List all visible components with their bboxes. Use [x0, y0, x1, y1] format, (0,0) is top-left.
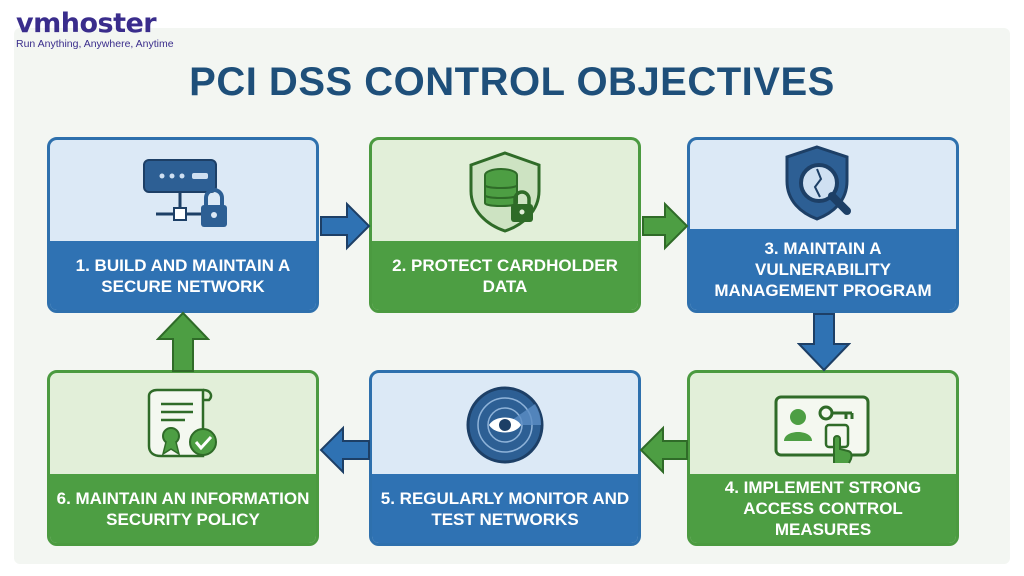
flow-arrow-5-to-6	[319, 425, 370, 475]
shield-magnifier-icon	[690, 140, 956, 232]
server-lock-icon	[50, 140, 316, 244]
brand-name: vmhoster	[16, 8, 157, 39]
brand-logo: vmhoster Run Anything, Anywhere, Anytime	[16, 8, 174, 51]
flow-arrow-4-to-5	[639, 425, 688, 475]
flow-arrow-2-to-3	[642, 201, 689, 251]
shield-database-lock-icon	[372, 140, 638, 244]
page-title: PCI DSS CONTROL OBJECTIVES	[189, 60, 835, 104]
step-card-2: 2. PROTECT CARDHOLDER DATA	[369, 137, 641, 313]
flow-arrow-6-to-1	[156, 311, 210, 372]
flow-arrow-3-to-4	[797, 313, 851, 372]
step-label-1: 1. BUILD AND MAINTAIN A SECURE NETWORK	[50, 241, 316, 310]
flow-arrow-1-to-2	[320, 201, 371, 251]
step-label-6: 6. MAINTAIN AN INFORMATION SECURITY POLI…	[50, 474, 316, 543]
brand-tagline: Run Anything, Anywhere, Anytime	[16, 38, 174, 50]
certificate-scroll-icon	[50, 373, 316, 477]
step-label-4: 4. IMPLEMENT STRONG ACCESS CONTROL MEASU…	[690, 474, 956, 543]
step-card-3: 3. MAINTAIN A VULNERABILITY MANAGEMENT P…	[687, 137, 959, 313]
step-label-3: 3. MAINTAIN A VULNERABILITY MANAGEMENT P…	[690, 229, 956, 310]
step-card-1: 1. BUILD AND MAINTAIN A SECURE NETWORK	[47, 137, 319, 313]
step-card-6: 6. MAINTAIN AN INFORMATION SECURITY POLI…	[47, 370, 319, 546]
step-label-2: 2. PROTECT CARDHOLDER DATA	[372, 241, 638, 310]
id-key-fingerprint-icon	[690, 373, 956, 477]
step-card-4: 4. IMPLEMENT STRONG ACCESS CONTROL MEASU…	[687, 370, 959, 546]
step-label-5: 5. REGULARLY MONITOR AND TEST NETWORKS	[372, 474, 638, 543]
radar-eye-icon	[372, 373, 638, 477]
step-card-5: 5. REGULARLY MONITOR AND TEST NETWORKS	[369, 370, 641, 546]
